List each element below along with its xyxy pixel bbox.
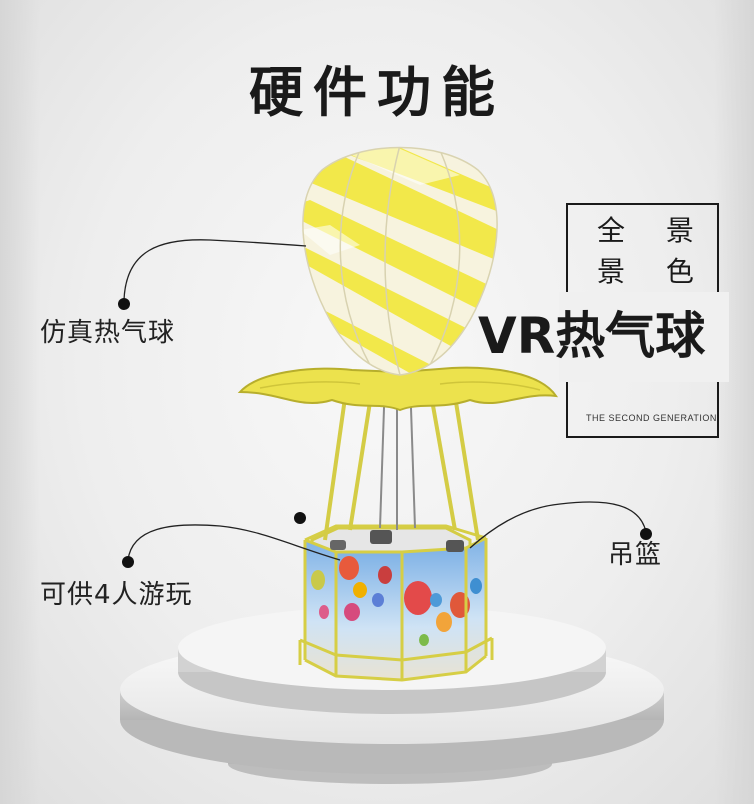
callout-label-balloon: 仿真热气球 xyxy=(40,318,176,348)
support-rods xyxy=(323,395,480,541)
callout-label-capacity: 可供4人游玩 xyxy=(40,580,193,610)
platform xyxy=(120,606,664,784)
printed-balloons xyxy=(311,556,482,646)
callout-lines xyxy=(123,239,647,561)
callout-dot-balloon xyxy=(118,298,130,310)
promo-main-title: VR热气球 xyxy=(478,307,706,365)
balloon-skirt xyxy=(237,366,559,412)
callout-label-basket: 吊篮 xyxy=(608,540,663,570)
right-vignette xyxy=(714,0,754,804)
promo-line-1: 全 景 xyxy=(597,214,710,247)
left-vignette xyxy=(0,0,40,804)
promo-frame-gap xyxy=(559,292,729,382)
page-title: 硬件功能 xyxy=(249,61,505,124)
promo-line-2: 景 色 xyxy=(597,255,710,288)
callout-dot-basket-top xyxy=(294,512,306,524)
promo-subtitle: THE SECOND GENERATION xyxy=(586,413,717,423)
callout-dot-capacity xyxy=(122,556,134,568)
callout-dot-basket xyxy=(640,528,652,540)
basket xyxy=(298,524,494,682)
